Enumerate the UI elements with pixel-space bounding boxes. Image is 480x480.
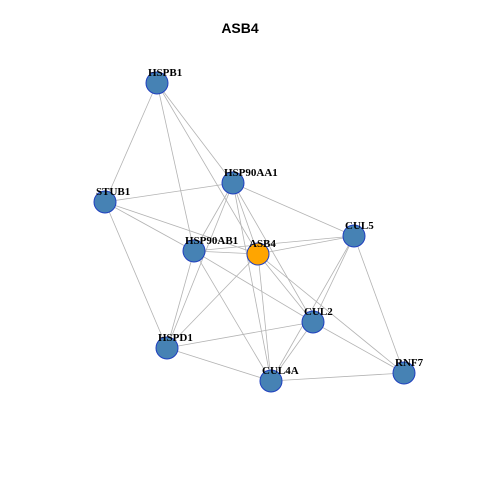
- edge-hsp90ab1-cul5: [193, 235, 355, 252]
- node-hspd1[interactable]: [155, 336, 179, 360]
- edge-stub1-hspd1: [104, 201, 168, 349]
- node-layer: [93, 71, 416, 393]
- node-label-stub1: STUB1: [96, 186, 130, 198]
- edge-cul5-cul4a: [270, 235, 355, 382]
- node-rnf7[interactable]: [392, 361, 416, 385]
- node-label-asb4: ASB4: [249, 238, 276, 250]
- edge-hsp90aa1-cul5: [232, 182, 355, 237]
- edge-stub1-asb4: [104, 201, 259, 255]
- edge-hsp90aa1-asb4: [232, 182, 259, 255]
- edge-asb4-cul2: [257, 253, 314, 323]
- node-hsp90aa1[interactable]: [221, 171, 245, 195]
- edge-hspb1-stub1: [104, 82, 158, 203]
- edge-hspb1-hsp90ab1: [156, 82, 195, 252]
- edge-asb4-cul4a: [257, 253, 272, 382]
- edge-cul2-cul4a: [270, 321, 314, 382]
- node-hspb1[interactable]: [145, 71, 169, 95]
- node-cul4a[interactable]: [259, 369, 283, 393]
- edge-cul5-cul2: [312, 235, 355, 323]
- edge-hsp90aa1-hsp90ab1: [193, 182, 234, 252]
- node-label-hsp90aa1: HSP90AA1: [224, 167, 278, 179]
- node-label-cul5: CUL5: [345, 220, 374, 232]
- edge-cul2-rnf7: [312, 321, 405, 374]
- edge-layer: [104, 82, 405, 382]
- edge-hspd1-cul4a: [166, 347, 272, 382]
- edge-hsp90aa1-cul4a: [232, 182, 272, 382]
- node-hsp90ab1[interactable]: [182, 239, 206, 263]
- node-label-hspd1: HSPD1: [158, 332, 193, 344]
- node-cul5[interactable]: [342, 224, 366, 248]
- node-label-hsp90ab1: HSP90AB1: [185, 235, 238, 247]
- edge-cul5-rnf7: [353, 235, 405, 374]
- edge-hsp90aa1-hspd1: [166, 182, 234, 349]
- node-label-rnf7: RNF7: [395, 357, 424, 369]
- edge-asb4-cul5: [257, 235, 355, 255]
- node-label-cul4a: CUL4A: [262, 365, 299, 377]
- edge-asb4-hspd1: [166, 253, 259, 349]
- edge-cul4a-rnf7: [270, 372, 405, 382]
- edge-hsp90aa1-cul2: [232, 182, 314, 323]
- edge-hspb1-hsp90aa1: [156, 82, 234, 184]
- edge-asb4-rnf7: [257, 253, 405, 374]
- node-cul2[interactable]: [301, 310, 325, 334]
- edge-stub1-hsp90aa1: [104, 182, 234, 203]
- graph-title: ASB4: [221, 20, 259, 36]
- edge-cul2-hspd1: [166, 321, 314, 349]
- edge-hsp90ab1-cul4a: [193, 250, 272, 382]
- edge-stub1-hsp90ab1: [104, 201, 195, 252]
- node-stub1[interactable]: [93, 190, 117, 214]
- node-label-hspb1: HSPB1: [148, 67, 182, 79]
- edge-hsp90ab1-hspd1: [166, 250, 195, 349]
- node-asb4[interactable]: [246, 242, 270, 266]
- edge-hsp90ab1-cul2: [193, 250, 314, 323]
- node-label-cul2: CUL2: [304, 306, 333, 318]
